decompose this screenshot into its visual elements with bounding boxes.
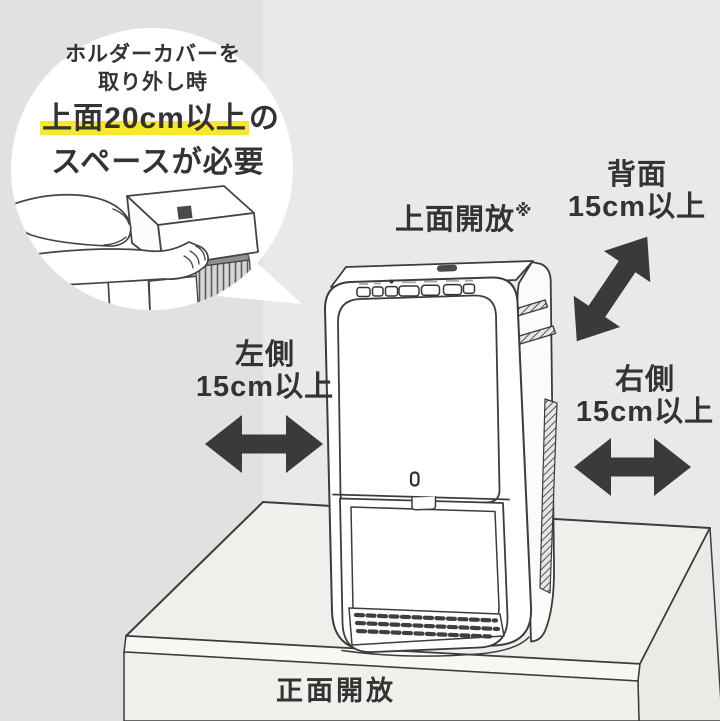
drip-tray (348, 607, 505, 646)
base-contour-line (341, 636, 530, 657)
side-intake-grille (539, 398, 558, 594)
callout-line-4: スペースが必要 (51, 146, 265, 179)
left-clearance-title: 左側 (234, 339, 296, 371)
callout-line-1: ホルダーカバーを (65, 43, 241, 66)
label-right-clearance: 右側 15cm以上 (576, 364, 714, 429)
right-clearance-title: 右側 (614, 364, 676, 396)
callout-line-3: 上面20cm以上の (40, 102, 280, 136)
left-clearance-arrow-icon (205, 415, 323, 473)
drip-tray-grid (353, 612, 501, 639)
alcove-latch-tab (411, 496, 437, 511)
back-clearance-title: 背面 (606, 159, 668, 191)
highlighted-clearance-text: 上面20cm以上 (40, 102, 249, 135)
callout-tail (217, 262, 302, 304)
label-back-clearance: 背面 15cm以上 (568, 159, 706, 224)
appliance (324, 260, 558, 657)
callout-line-3-suffix: の (248, 102, 280, 135)
button-caption-marks (359, 279, 473, 285)
callout-line-2: 取り外し時 (98, 71, 208, 94)
asterisk-note: ※ (515, 201, 532, 220)
right-clearance-value: 15cm以上 (575, 396, 715, 429)
cover-logo-chip (177, 205, 193, 220)
front-status-slot (409, 471, 420, 487)
panel-divider-line (332, 493, 510, 501)
left-clearance-value: 15cm以上 (195, 371, 335, 404)
top-vent-slot (437, 264, 458, 272)
label-left-clearance: 左側 15cm以上 (196, 339, 334, 404)
label-front-open: 正面開放 (276, 676, 396, 706)
control-panel-buttons (356, 279, 476, 298)
table-front-face (123, 651, 640, 721)
back-clearance-value: 15cm以上 (567, 191, 707, 224)
callout (11, 28, 302, 310)
upper-arm (11, 193, 132, 247)
right-clearance-arrow-icon (574, 438, 691, 496)
back-clearance-arrow-icon (573, 236, 651, 342)
table-right-face (637, 527, 720, 721)
power-dot (389, 279, 394, 284)
holder-cover (126, 185, 259, 268)
label-top-open: 上面開放※ (395, 201, 532, 236)
